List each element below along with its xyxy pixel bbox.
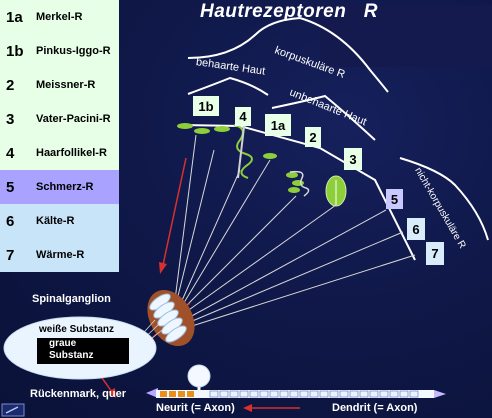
receptor-box-2: 2 [305,127,321,147]
legend: 1a Merkel-R 1b Pinkus-Iggo-R 2 Meissner-… [0,0,119,272]
receptor-box-4: 4 [235,107,251,126]
label-neurit: Neurit (= Axon) [156,402,235,414]
legend-item: 1a Merkel-R [0,0,119,34]
receptor-disc [214,126,230,132]
legend-item: 6 Kälte-R [0,204,119,238]
label-weisse-substanz: weiße Substanz [39,324,115,335]
dendrite-end [434,390,446,398]
ganglion-cells [149,293,187,343]
label-spinalganglion: Spinalganglion [32,293,111,305]
legend-item: 4 Haarfollikel-R [0,136,119,170]
legend-number: 5 [6,178,15,196]
legend-number: 1b [6,42,24,60]
legend-label: Wärme-R [36,249,85,261]
arrow-caption-head [108,388,116,398]
legend-number: 1a [6,8,23,26]
receptor-disc [263,153,277,159]
skin-surface-line [181,124,416,261]
legend-number: 7 [6,246,15,264]
legend-number: 3 [6,110,15,128]
label-graue: graue [49,338,77,349]
receptor-box-6: 6 [407,218,425,240]
legend-item: 2 Meissner-R [0,68,119,102]
legend-label: Pinkus-Iggo-R [36,45,111,57]
legend-label: Merkel-R [36,11,83,23]
label-graue-substanz: graue Substanz [37,338,129,364]
legend-label: Meissner-R [36,79,96,91]
receptor-disc [177,123,193,129]
receptor-box-7: 7 [426,242,444,265]
slide-title: Hautrezeptoren R [200,1,378,22]
neuron-soma [187,364,211,388]
axon-terminal [146,388,158,398]
label-rueckenmark: Rückenmark, quer [30,388,126,400]
bracket-korpuskulaere [187,17,301,59]
legend-number: 6 [6,212,15,230]
arrow-neurit-head [243,404,252,412]
header-shade [320,5,492,67]
arrow-afferent [162,157,187,266]
receptor-disc [286,172,298,178]
legend-number: 4 [6,144,15,162]
legend-label: Vater-Pacini-R [36,113,111,125]
legend-number: 2 [6,76,15,94]
legend-item: 7 Wärme-R [0,238,119,272]
label-dendrit: Dendrit (= Axon) [332,402,418,414]
bracket-unbehaarte [271,94,376,141]
receptor-box-3: 3 [344,148,362,170]
legend-item: 1b Pinkus-Iggo-R [0,34,119,68]
receptor-box-1a: 1a [265,114,291,136]
receptor-disc [194,128,210,134]
legend-item: 3 Vater-Pacini-R [0,102,119,136]
receptor-disc [288,187,300,193]
label-substanz: Substanz [49,350,94,361]
legend-label: Haarfollikel-R [36,147,107,159]
receptor-box-5: 5 [386,189,403,209]
corner-icon-stroke [5,406,19,414]
bracket-korpuskulaere-right [299,17,389,93]
meissner-coil [289,170,310,197]
myelin-segments [209,390,419,398]
nerve-fibers [174,134,416,327]
bracket-behaarte [187,76,269,96]
receptor-box-1b: 1b [193,96,219,116]
legend-label: Schmerz-R [36,181,94,193]
arrow-afferent-head [159,262,167,274]
legend-label: Kälte-R [36,215,75,227]
myelin-segments-orange [160,391,194,397]
legend-item: 5 Schmerz-R [0,170,119,204]
bracket-nicht-korpuskulaere [399,157,489,241]
